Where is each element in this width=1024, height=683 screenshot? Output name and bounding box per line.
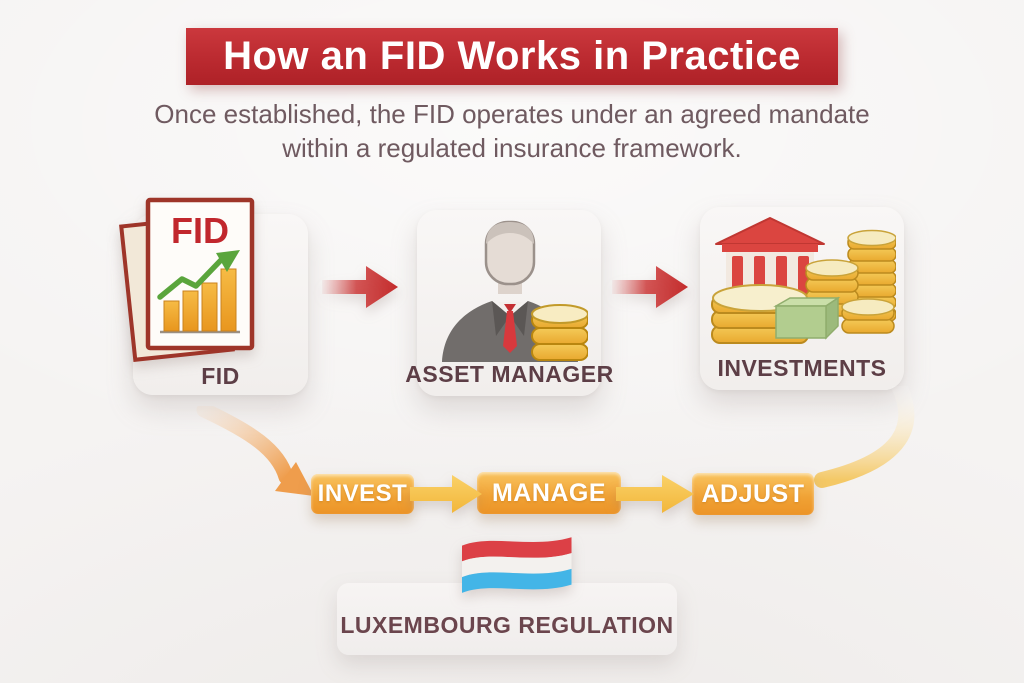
page-title: How an FID Works in Practice [223, 34, 801, 78]
growth-arrow-icon [157, 250, 240, 300]
asset-manager-icon [442, 220, 588, 362]
curved-arrow-left-icon [196, 406, 314, 496]
flow-arrow-right-icon [322, 266, 398, 308]
page-subtitle: Once established, the FID operates under… [154, 99, 870, 164]
flow-arrow-right-icon [612, 266, 688, 308]
curved-arrow-right-icon [814, 386, 915, 488]
investments-icon [711, 217, 896, 344]
entity-label-fid: FID [201, 363, 240, 389]
entity-label-investments: INVESTMENTS [717, 355, 887, 381]
tie-icon [503, 304, 517, 353]
bar-chart-icon [160, 268, 240, 334]
process-step-adjust: ADJUST [692, 473, 814, 515]
fid-document-icon: FID [119, 197, 255, 362]
fid-document-text: FID [171, 210, 229, 251]
cash-block-icon [773, 296, 841, 340]
regulation-box [337, 583, 677, 655]
process-arrow-icon [410, 475, 482, 513]
process-arrow-icon [616, 475, 694, 513]
entity-label-asset-manager: ASSET MANAGER [405, 361, 614, 387]
header-banner: How an FID Works in Practice [186, 28, 838, 85]
regulation-label: LUXEMBOURG REGULATION [340, 612, 674, 638]
process-step-invest: INVEST [311, 474, 414, 514]
process-step-manage: MANAGE [477, 472, 621, 514]
document-front-page-icon: FID [145, 197, 255, 351]
luxembourg-flag-icon [462, 537, 572, 593]
coins-icon [531, 304, 588, 361]
